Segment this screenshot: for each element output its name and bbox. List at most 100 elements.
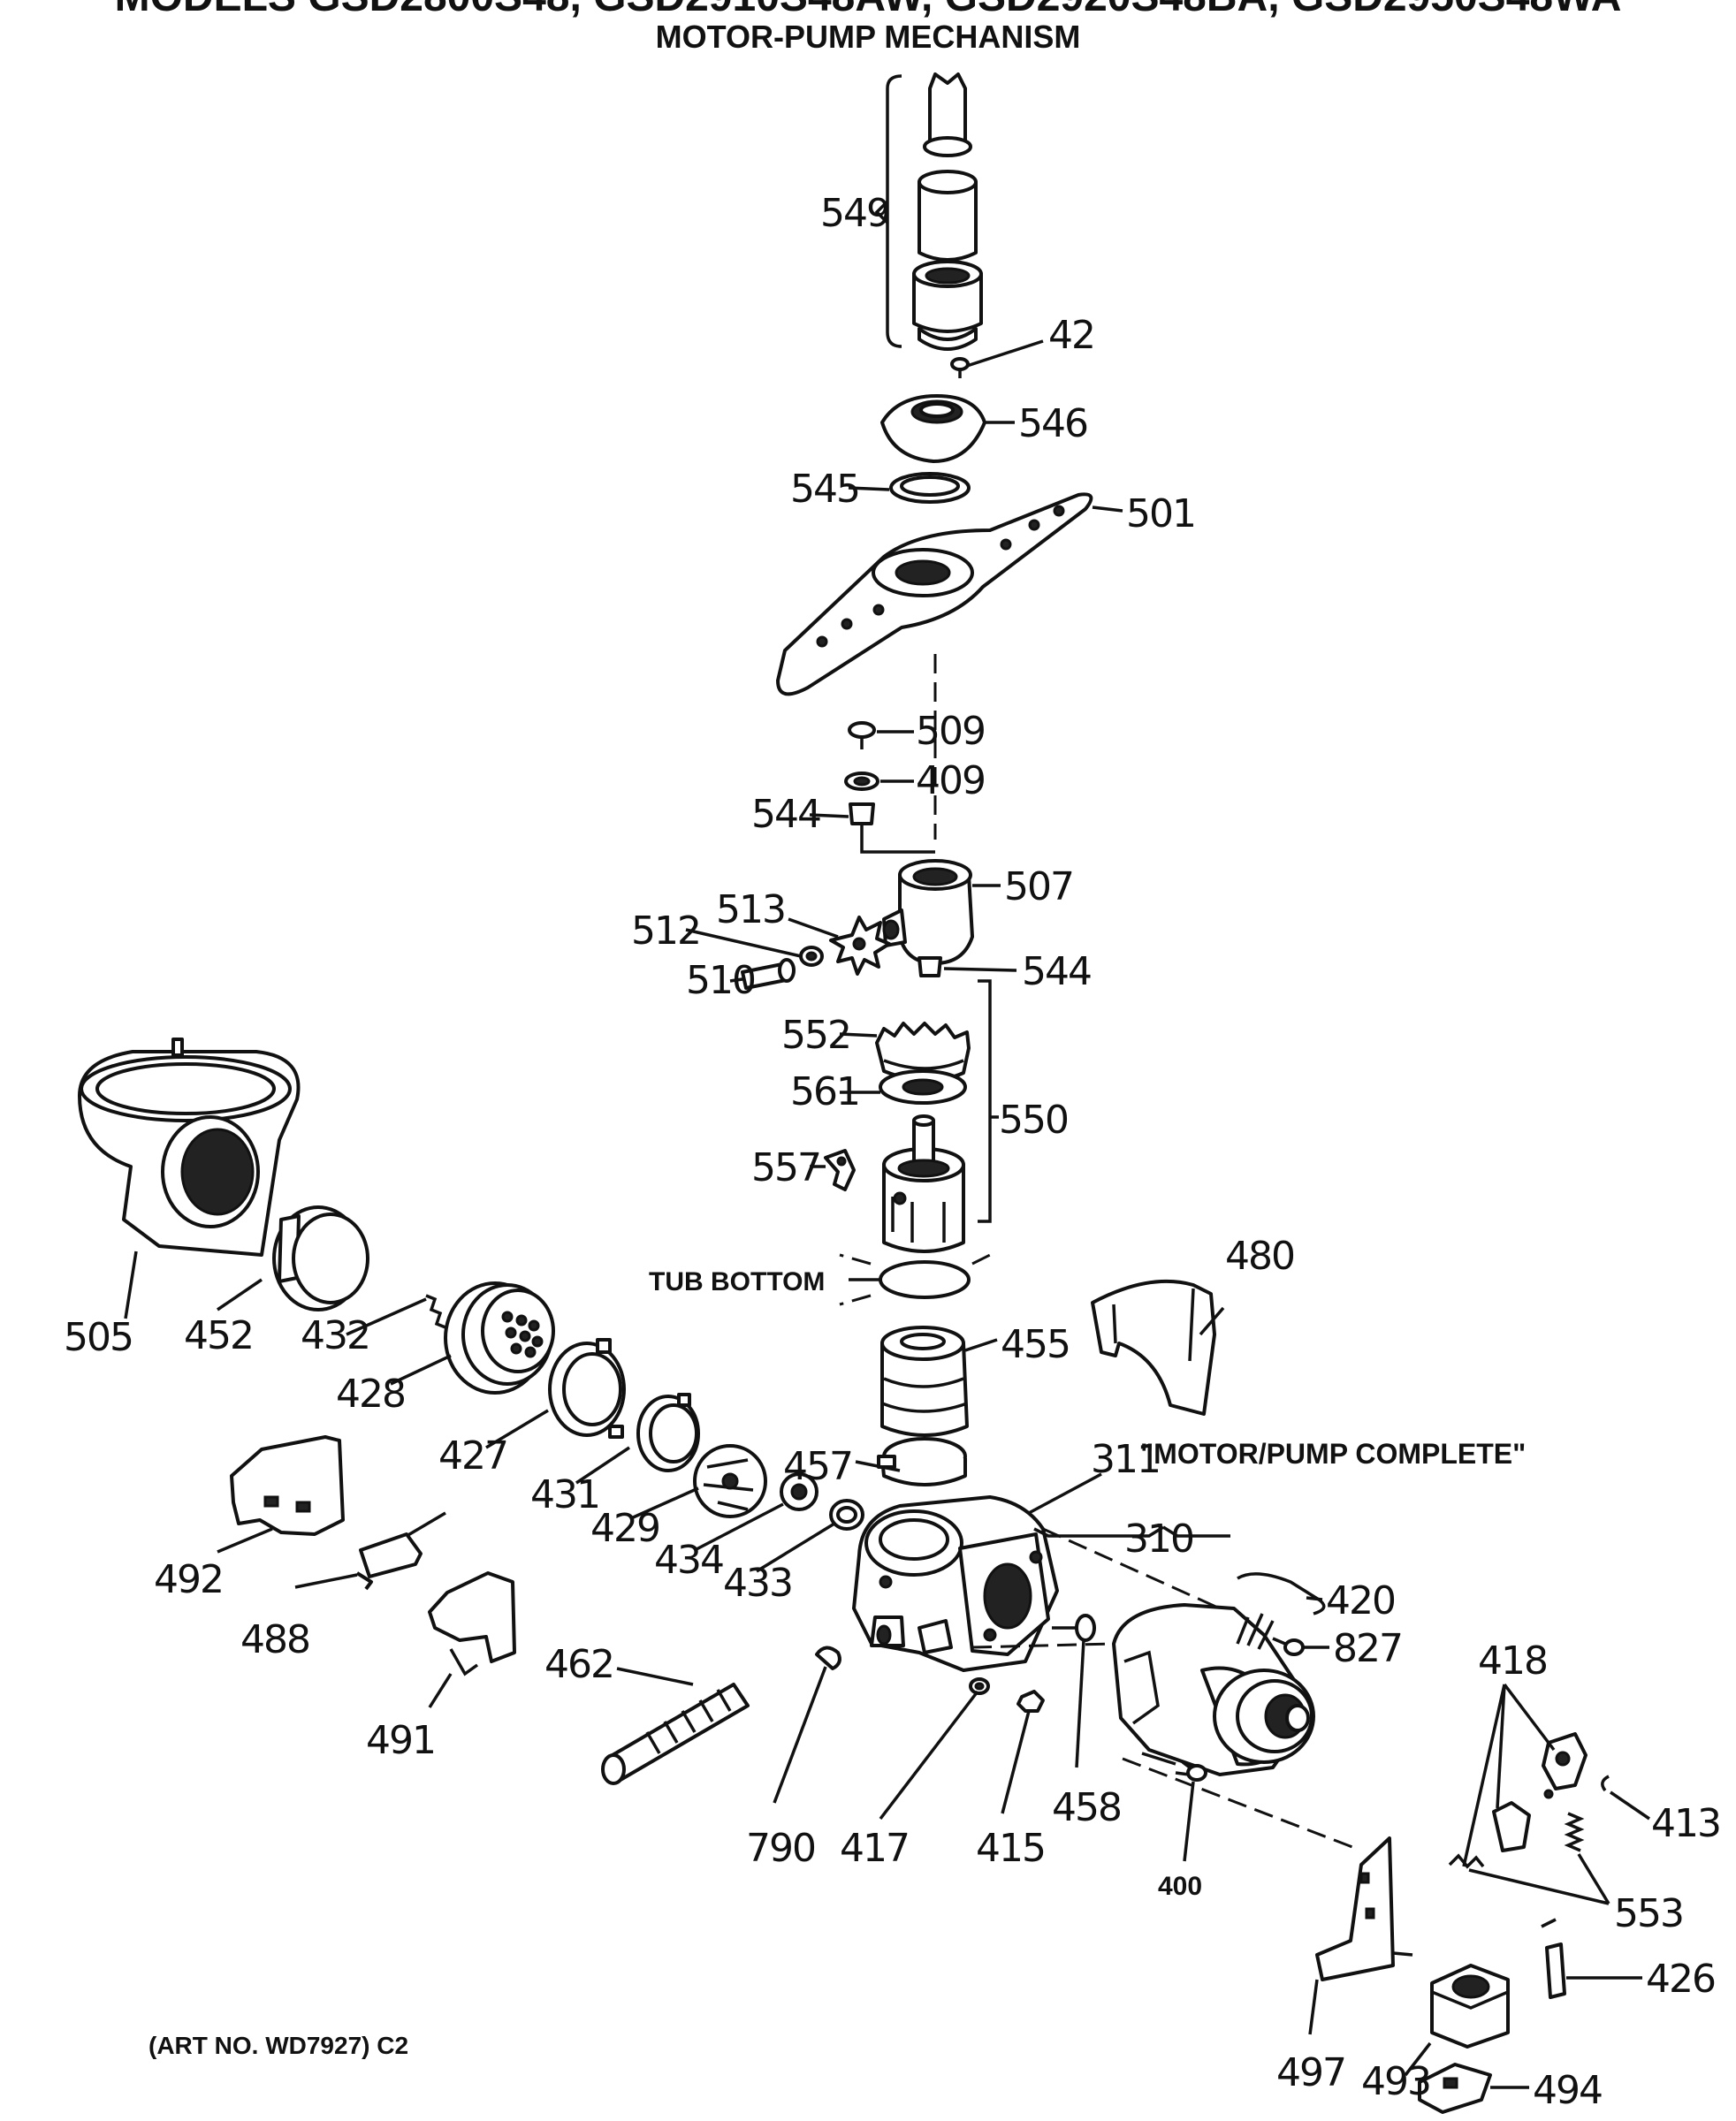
label-505: 505 [64, 1315, 133, 1360]
tub-bottom-ring [839, 1253, 991, 1306]
label-426: 426 [1646, 1957, 1715, 2002]
part-494-plunger [1418, 2063, 1492, 2114]
label-512: 512 [631, 908, 700, 954]
part-561-ring [879, 1069, 967, 1105]
part-507-housing [882, 859, 974, 965]
part-497-bracket [1315, 1836, 1413, 1981]
part-501-spray-arm [776, 492, 1093, 696]
assembly-line-b [971, 1642, 1115, 1649]
label-492: 492 [154, 1557, 223, 1602]
label-510: 510 [686, 958, 755, 1003]
label-455: 455 [1001, 1322, 1070, 1367]
label-507: 507 [1004, 864, 1073, 909]
part-427-ring [548, 1338, 626, 1439]
label-tub-bottom: TUB BOTTOM [649, 1267, 825, 1296]
label-544-lower: 544 [1022, 949, 1091, 994]
part-790-clip [815, 1646, 841, 1670]
part-434-nut [780, 1472, 819, 1511]
part-505-sump [78, 1038, 301, 1257]
label-311: 311 [1091, 1437, 1160, 1482]
part-491-bracket [428, 1571, 516, 1676]
label-553: 553 [1614, 1891, 1683, 1936]
label-motor-pump-complete: "MOTOR/PUMP COMPLETE" [1140, 1438, 1526, 1470]
label-415: 415 [976, 1826, 1045, 1871]
part-557-clip [824, 1149, 856, 1191]
label-513: 513 [716, 887, 785, 932]
label-409: 409 [916, 758, 985, 803]
label-561: 561 [790, 1069, 859, 1114]
part-413-clip [1601, 1775, 1610, 1792]
part-493-solenoid [1430, 1964, 1510, 2049]
part-480-shield [1091, 1280, 1216, 1416]
part-455-bellows [880, 1326, 969, 1437]
models-title: MODELS GSD2800S48, GSD2910S48AW, GSD2920… [115, 0, 1622, 20]
label-427: 427 [438, 1433, 507, 1479]
part-409-washer [844, 772, 879, 791]
label-434: 434 [654, 1538, 723, 1583]
label-428: 428 [336, 1372, 405, 1417]
diagram-subtitle: MOTOR-PUMP MECHANISM [656, 19, 1081, 55]
label-458: 458 [1052, 1785, 1121, 1830]
part-462-spiral-shaft [601, 1683, 750, 1785]
label-457: 457 [783, 1444, 852, 1489]
part-512-washer [799, 946, 824, 967]
label-557: 557 [751, 1145, 820, 1190]
label-544-top: 544 [751, 792, 820, 837]
part-544-lower-nut [917, 956, 942, 977]
label-433: 433 [723, 1561, 792, 1606]
label-493: 493 [1361, 2059, 1430, 2104]
label-550: 550 [999, 1098, 1068, 1143]
label-497: 497 [1276, 2050, 1345, 2095]
leader-lines [124, 339, 1650, 2089]
bracket-550 [978, 979, 992, 1223]
label-790: 790 [746, 1826, 815, 1871]
label-488: 488 [240, 1617, 309, 1662]
part-457-clamp [877, 1437, 967, 1486]
label-432: 432 [301, 1313, 369, 1358]
label-501: 501 [1126, 491, 1195, 536]
label-417: 417 [840, 1826, 909, 1871]
label-429: 429 [590, 1506, 659, 1551]
label-827: 827 [1333, 1626, 1402, 1671]
label-494: 494 [1533, 2068, 1602, 2113]
part-42-screw [950, 357, 970, 378]
part-310-motor [1112, 1603, 1315, 1778]
part-550-motor-housing [882, 1114, 965, 1253]
part-452-clamp [272, 1205, 369, 1311]
label-546: 546 [1018, 401, 1087, 446]
part-488-micro-switch [355, 1511, 446, 1591]
part-400-screw [1181, 1760, 1207, 1782]
part-513-gear [829, 916, 891, 976]
label-452: 452 [184, 1313, 253, 1358]
label-420: 420 [1326, 1578, 1395, 1623]
part-458-screw [1052, 1614, 1096, 1642]
art-number: (ART NO. WD7927) C2 [148, 2032, 408, 2059]
part-311-pump-housing [852, 1495, 1059, 1672]
label-431: 431 [530, 1472, 599, 1517]
part-545-ring [889, 472, 971, 504]
part-510-pin [741, 958, 796, 990]
part-433-bushing [829, 1499, 864, 1531]
label-545: 545 [790, 467, 859, 512]
assembly-line-c [1122, 1757, 1353, 1849]
label-491: 491 [366, 1718, 435, 1763]
part-431-ring [636, 1393, 700, 1472]
assembly-line-a [1042, 1527, 1221, 1610]
label-418: 418 [1478, 1638, 1547, 1684]
header: MODELS GSD2800S48, GSD2910S48AW, GSD2920… [115, 0, 1622, 55]
part-546-hub [880, 394, 986, 463]
part-492-switch-housing [230, 1435, 345, 1536]
part-549-tube-assembly [874, 72, 983, 351]
label-552: 552 [781, 1013, 850, 1058]
label-509: 509 [916, 709, 985, 754]
label-549: 549 [820, 191, 889, 236]
label-42: 42 [1048, 313, 1094, 358]
label-310: 310 [1124, 1517, 1193, 1562]
part-429-impeller [693, 1444, 767, 1518]
part-415-nut [1016, 1690, 1045, 1713]
part-428-filter [444, 1281, 555, 1395]
part-labels: 549 42 546 545 501 509 409 544 507 513 5… [64, 191, 1722, 2113]
part-553-springs [1448, 1812, 1585, 1869]
label-462: 462 [544, 1642, 613, 1687]
